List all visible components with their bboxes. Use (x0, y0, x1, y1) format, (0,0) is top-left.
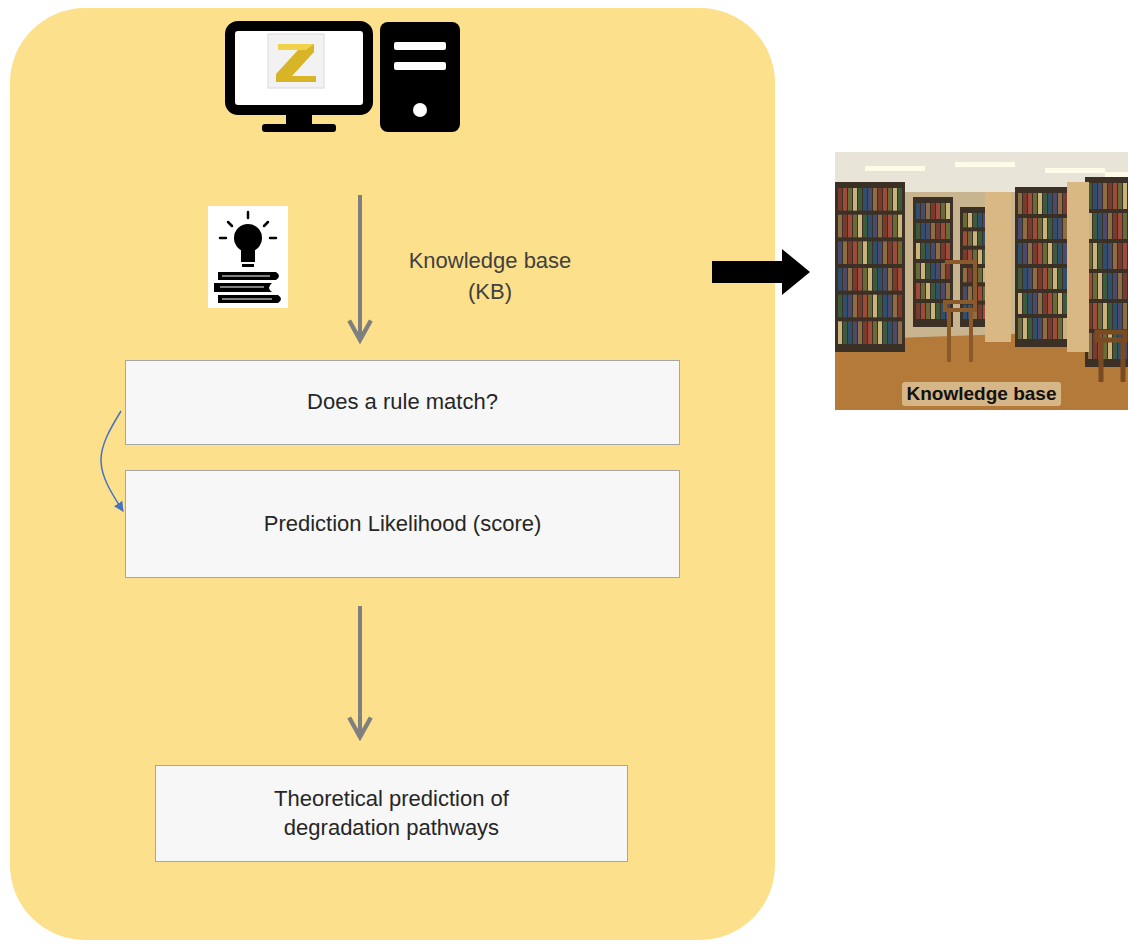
computer-icon (230, 22, 460, 132)
library-picture: Knowledge base (835, 152, 1128, 410)
box-label: Prediction Likelihood (score) (254, 504, 552, 545)
process-box: Does a rule match? (125, 360, 680, 445)
flow-connector (358, 606, 362, 737)
picture-caption: Knowledge base (902, 382, 1062, 406)
workflow-panel (10, 8, 775, 940)
flow-connector (101, 411, 123, 511)
library-illustration (835, 152, 1128, 410)
box-label: Theoretical prediction of degradation pa… (232, 779, 552, 848)
box-label: Does a rule match? (297, 382, 508, 423)
block-arrow (712, 249, 810, 295)
annotation-label: Knowledge base (KB) (395, 246, 585, 308)
idea-books-icon (208, 206, 288, 308)
flow-arrow (358, 195, 362, 340)
result-box: Theoretical prediction of degradation pa… (155, 765, 628, 862)
process-box: Prediction Likelihood (score) (125, 470, 680, 578)
